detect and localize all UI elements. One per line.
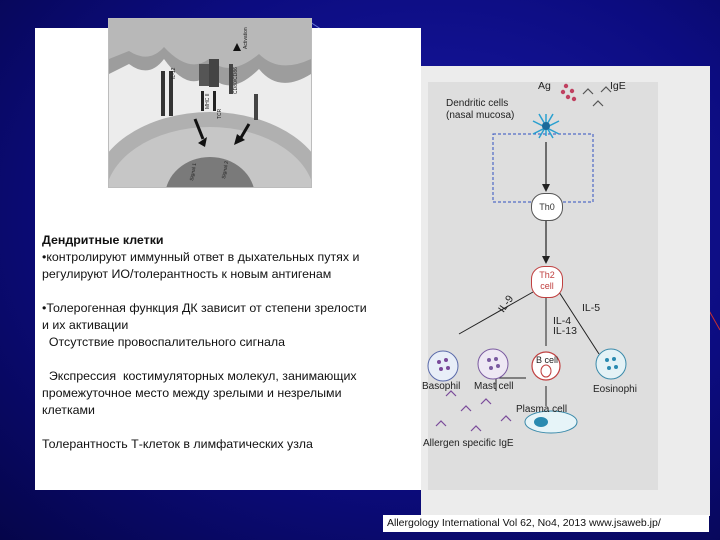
text-line-8: клетками [42, 403, 95, 417]
text-line-1: •контролируют иммунный ответ в дыхательн… [42, 250, 360, 264]
signal2-label: Signal 2 [221, 160, 230, 179]
basophil-label: Basophil [422, 381, 461, 392]
plasma-cell-label: Plasma cell [516, 404, 568, 415]
il5-label: IL-5 [582, 302, 601, 314]
th2-cell-word: cell [540, 281, 554, 291]
signal1-label: Signal 1 [189, 162, 198, 181]
left-text-body: Дендритные клетки •контролируют иммунный… [42, 232, 420, 453]
dendritic-cell-synapse-figure: IL-12 MHC II TCR CD80/CD86 Activation Si… [108, 18, 312, 188]
text-line-5: Отсутствие провоспалительного сигнала [42, 335, 285, 349]
cd86-label: CD80/CD86 [233, 67, 239, 94]
nasal-mucosa-label: (nasal mucosa) [446, 110, 515, 121]
th2-cell: Th2 cell [531, 266, 563, 298]
il13-label: IL-13 [553, 325, 577, 337]
ige-label: IgE [610, 80, 626, 92]
citation-text: Allergology International Vol 62, No4, 2… [383, 515, 709, 532]
th2-label: Th2 [539, 270, 555, 280]
section-title: Дендритные клетки [42, 233, 164, 247]
allergen-specific-ige-label: Allergen specific IgE [423, 438, 514, 449]
il4-label: IL-4 [553, 315, 572, 327]
activation-label: Activation [243, 27, 249, 49]
text-line-6: Экспрессия костимуляторных молекул, зани… [42, 369, 357, 383]
text-line-2: регулируют ИО/толерантность к новым анти… [42, 267, 332, 281]
tcr-label: TCR [217, 108, 223, 119]
mhc2-label: MHC II [205, 93, 211, 109]
ag-label: Ag [538, 80, 551, 92]
eosinophil-label: Eosinophi [593, 384, 637, 395]
mast-cell-label: Mast cell [474, 381, 514, 392]
text-line-4: и их активации [42, 318, 129, 332]
il12-label: IL-12 [171, 67, 177, 79]
text-line-9: Толерантность Т-клеток в лимфатических у… [42, 437, 313, 451]
dendritic-cells-label: Dendritic cells [446, 98, 509, 109]
text-line-7: промежуточное место между зрелыми и незр… [42, 386, 342, 400]
th0-label: Th0 [539, 202, 555, 212]
b-cell-label: B cell [536, 355, 559, 365]
th0-cell: Th0 [531, 193, 563, 221]
text-line-3: •Толерогенная функция ДК зависит от степ… [42, 301, 367, 315]
